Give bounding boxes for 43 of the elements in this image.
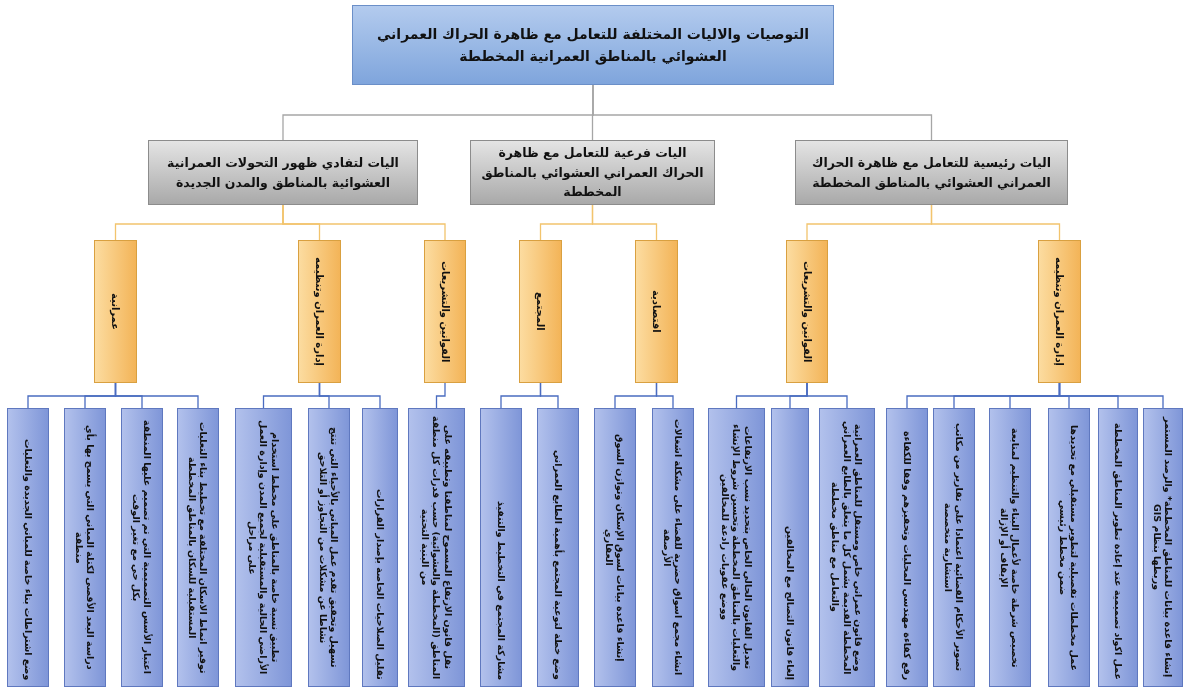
category-box: اليات رئيسية للتعامل مع ظاهرة الحراك العمراني العشوائي بالمناطق المخططة xyxy=(795,140,1068,205)
item-box: تخصيص شرطة خاصة لأعمال البناء والتنظيم لمتابعة الإيقاف أو الإزالة xyxy=(989,408,1031,687)
item-box: توفير انماط الاسكان المختلفة مع تخطيط بناء التعليات المستقبلية للسكان بالمناطق المخططة xyxy=(177,408,219,687)
item-box: وضع خطة لتوعية المجتمع بأهمية الطابع العمراني xyxy=(537,408,579,687)
connector-line xyxy=(735,382,808,409)
item-box: تسهيل وتحقيق تقدم عمل المباني بالأحياء التي تنتج نشاطا عن مشكلات من التجاوز أو التلاحق xyxy=(308,408,350,687)
category-box: اليات فرعية للتعامل مع ظاهرة الحراك العمراني العشوائي بالمناطق المخططة xyxy=(470,140,715,205)
item-box: اعتبار الأسس التصميمية التي تم تصميم عليها المنطقة بكل حي مع تغير الوقت xyxy=(121,408,163,687)
item-box: تقليل الصلاحيات الخاصة بإصدار القرارات xyxy=(362,408,398,687)
connector-line xyxy=(614,382,658,409)
item-box: عمل اكواد تصميمية عند إعادة تطوير المناطق المخططة xyxy=(1098,408,1138,687)
connector-line xyxy=(806,204,933,241)
item-box: تصوير الأحكام القضائية اعتمادا على تقارير من مكاتب استشارية متخصصة xyxy=(933,408,975,687)
item-box: رفع كفاءة مهندسي المحليات وتحفيزهم وفقا للكفاءة xyxy=(886,408,928,687)
subcategory-box: إدارة العمران وتنظيمه xyxy=(298,240,341,383)
category-box: اليات لتفادي ظهور التحولات العمرانية العشوائية بالمناطق والمدن الجديدة xyxy=(148,140,418,205)
title-box: التوصيات والاليات المختلفة للتعامل مع ظاهرة الحراك العمراني العشوائي بالمناطق العمرانية المخططة xyxy=(352,5,834,85)
connector-line xyxy=(27,382,117,409)
item-box: مشاركة المجتمع في التخطيط والتنفيذ xyxy=(480,408,522,687)
item-box: إنشاء قاعدة بيانات لسوق الإسكان وتوازن السوق العقاري xyxy=(594,408,636,687)
item-box: دراسة البعد الأقصى لكتلة المباني التي يسمح بها بأي منطقة xyxy=(64,408,106,687)
item-box: وضع اشتراطات بناء خاصة للمباني الجديدة والتعليات xyxy=(7,408,49,687)
connector-line xyxy=(500,382,542,409)
connector-line xyxy=(282,84,594,141)
item-box: تطبيق نسبة خاصة بالمناطق على مخطط استخدام الأراضي الحالية والمستقبلية لجميع المدن وإدارة العمل على مراحل xyxy=(235,408,292,687)
subcategory-box: القوانين والتشريعات xyxy=(424,240,466,383)
subcategory-box: عمرانية xyxy=(94,240,137,383)
subcategory-box: اقتصادية xyxy=(635,240,678,383)
subcategory-box: القوانين والتشريعات xyxy=(786,240,828,383)
item-box: تعديل القانون الحالي الخاص بتحديد نسب الارتفاعات والتعليات بالمناطق المخططة وتحسين شروط الإنشاء ووضع عقوبات رادعة للمخالفين xyxy=(708,408,765,687)
connector-line xyxy=(539,204,594,241)
subcategory-box: المجتمع xyxy=(519,240,562,383)
subcategory-box: إدارة العمران وتنظيمه xyxy=(1038,240,1081,383)
item-box: عمل مخططات تفصيلية لتطوير مستقبلي مع تحديدها ضمن مخطط رئيسي xyxy=(1048,408,1090,687)
item-box: وضع قانون عمراني خاص ومستقل للمناطق العمرانية المخططة القديمة يشمل كل ما يتعلق بالطابع العمراني والتعامل مع مناطق مخططة xyxy=(819,408,875,687)
item-box: انشاء مجمع اسواق حضرية للقضاء على مشكلة اشغالات الأرصفة xyxy=(652,408,694,687)
connector-line xyxy=(262,382,321,409)
item-box: إنشاء قاعدة بيانات للمناطق المخططة* والرصد المستمر وربطها بنظام GIS xyxy=(1143,408,1183,687)
connector-line xyxy=(114,204,284,241)
item-box: نقل قانون الارتفاع المسموح لمناطقنا وتطبيقه على المناطق (المخططة والعشوائية) حسب قدرات كل منطقة من البنية التحتية xyxy=(408,408,465,687)
item-box: إلغاء قانون التصالح مع المخالفين xyxy=(771,408,809,687)
connector-line xyxy=(435,382,446,409)
connector-line xyxy=(906,382,1061,409)
